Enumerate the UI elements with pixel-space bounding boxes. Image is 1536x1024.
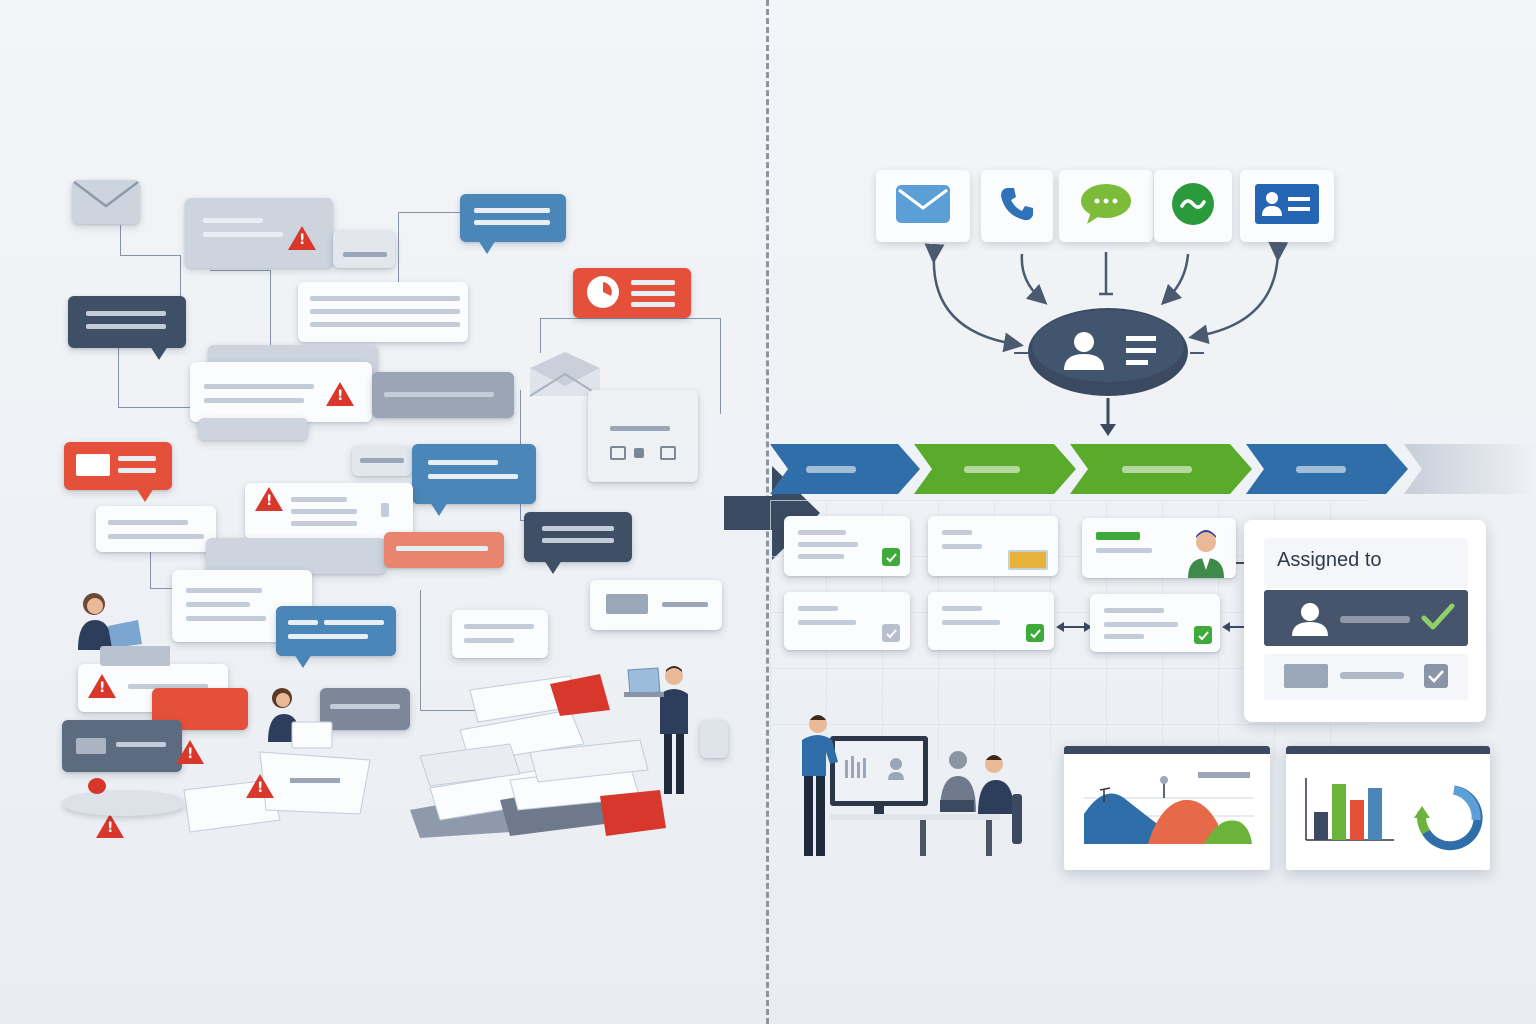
chat-bubble [460,194,566,242]
bidirectional-arrow-icon [1056,620,1092,634]
connector-line [1190,352,1204,354]
chat-bubble-tail [478,240,496,254]
platform [62,790,186,816]
chat-bubble-tail [294,654,312,668]
message-card [333,230,395,268]
down-arrow-icon [1098,398,1118,438]
task-card[interactable] [1090,594,1220,652]
message-card [62,720,182,772]
connector-line [180,255,211,325]
chat-bubble-tail [150,346,168,360]
task-card[interactable] [928,592,1054,650]
pipeline-stage-3[interactable] [1070,444,1252,494]
channel-routing-arrows [880,240,1310,370]
chat-bubble [412,444,536,504]
alert-card [245,483,413,539]
phone-icon [997,184,1037,229]
assignment-panel: Assigned to [1244,520,1486,722]
connector-line [118,345,191,408]
chat-bubble-tail [136,488,154,502]
connector-line [120,225,181,256]
mail-icon [72,180,140,224]
message-card [352,446,412,476]
avatar [1180,526,1232,578]
channel-chat[interactable] [1059,170,1153,242]
area-chart-widget [1064,746,1270,870]
folder-icon [76,454,110,476]
chat-bubble [68,296,186,348]
worker-woman-sitting [262,686,342,756]
pipeline-stage-5 [1404,444,1536,494]
chat-bubble [276,606,396,656]
bar-chart-widget [1286,746,1490,870]
task-card[interactable] [928,516,1058,576]
task-card[interactable] [784,592,910,650]
connector-line [398,212,461,283]
team-meeting [790,710,1040,862]
connector-line [600,318,721,414]
message-card [185,198,333,268]
channel-contact[interactable] [1240,170,1334,242]
connector-line [210,270,271,351]
checkbox-checked[interactable] [1026,624,1044,642]
pipeline-stage-4[interactable] [1246,444,1408,494]
chat-bubble [524,512,632,562]
channel-mail[interactable] [876,170,970,242]
message-card [320,688,410,730]
channel-phone[interactable] [981,170,1053,242]
open-mail-icon [526,348,604,400]
window-card [588,390,698,482]
alert-card [190,362,372,422]
check-mark-icon [1420,602,1456,632]
checkbox-checked[interactable] [1424,664,1448,688]
folder-card [64,442,172,490]
messenger-icon [1170,181,1216,232]
message-card [452,610,548,658]
message-card [700,720,728,758]
checkbox-checked[interactable] [1194,626,1212,644]
worker-man-standing [624,664,704,800]
alarm-bell-icon [88,778,106,794]
assignment-heading: Assigned to [1277,549,1382,571]
customer-profile-hub[interactable] [1026,306,1190,398]
message-card [298,282,468,342]
pipeline-stage-1[interactable] [770,444,920,494]
clock-icon [587,276,619,308]
connector-line [420,590,521,711]
message-card [372,372,514,418]
warning-icon [246,774,274,798]
chat-bubble-tail [430,502,448,516]
contact-card-icon [1255,183,1319,229]
mail-icon [895,184,951,229]
assignee-row-selected[interactable] [1264,590,1468,646]
message-card [198,418,308,440]
connector-line [150,548,181,589]
channel-messenger[interactable] [1154,170,1232,242]
warning-icon [88,674,116,698]
warning-icon [176,740,204,764]
assignee-row[interactable] [1264,654,1468,700]
warning-icon [326,382,354,406]
paper-pile [400,670,670,840]
message-card [206,538,386,574]
user-icon [1290,600,1330,638]
pipeline-stage-2[interactable] [914,444,1076,494]
chat-bubble-tail [544,560,562,574]
message-card [96,506,216,552]
connector-line [1014,352,1028,354]
message-card [590,580,722,630]
warning-icon [96,814,124,838]
reminder-card [573,268,691,318]
scattered-papers [180,750,380,840]
chat-bubble-icon [1079,182,1133,231]
checkbox-checked[interactable] [882,624,900,642]
task-card[interactable] [784,516,910,576]
message-card [384,532,504,568]
warning-icon [288,226,316,250]
warning-icon [255,487,283,511]
worker-woman-laptop [70,590,172,670]
connector-line [540,318,601,353]
task-card[interactable] [1082,518,1236,578]
checkbox-checked[interactable] [882,548,900,566]
